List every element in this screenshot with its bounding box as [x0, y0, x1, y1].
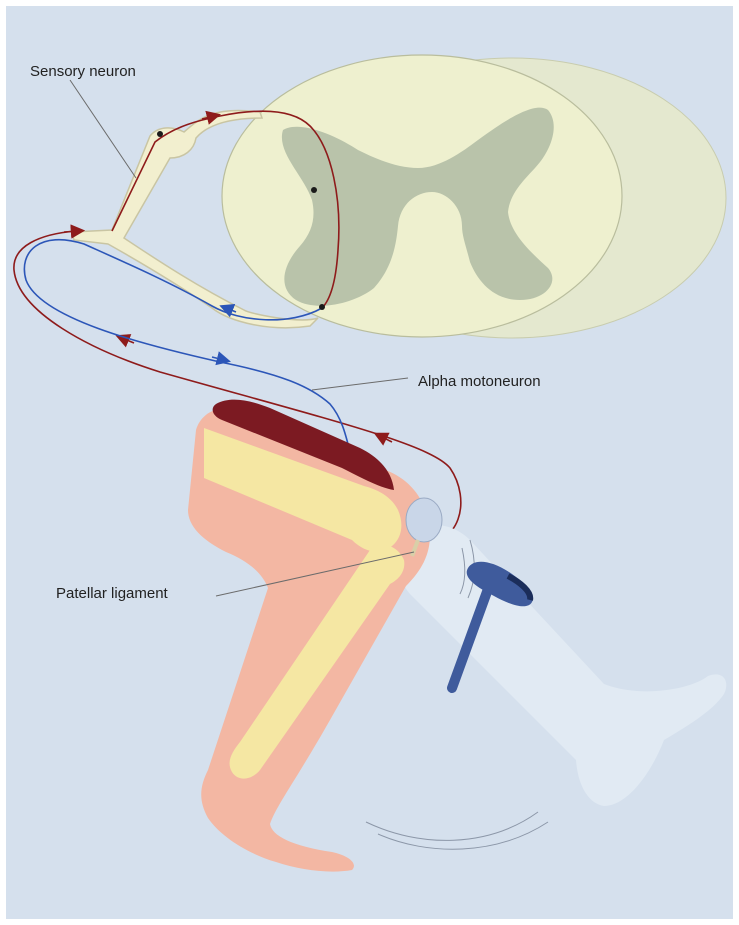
synapse-dot: [319, 304, 325, 310]
spinal-cord: [222, 55, 726, 338]
central-white-column: [402, 200, 460, 300]
synapse-dot: [311, 187, 317, 193]
patellar-ligament-label: Patellar ligament: [56, 585, 169, 602]
ganglion-dot: [157, 131, 163, 137]
alpha-motoneuron-label: Alpha motoneuron: [418, 373, 541, 390]
patella: [406, 498, 442, 542]
sensory-neuron-label: Sensory neuron: [30, 63, 136, 80]
arrow-icon: [64, 231, 78, 232]
